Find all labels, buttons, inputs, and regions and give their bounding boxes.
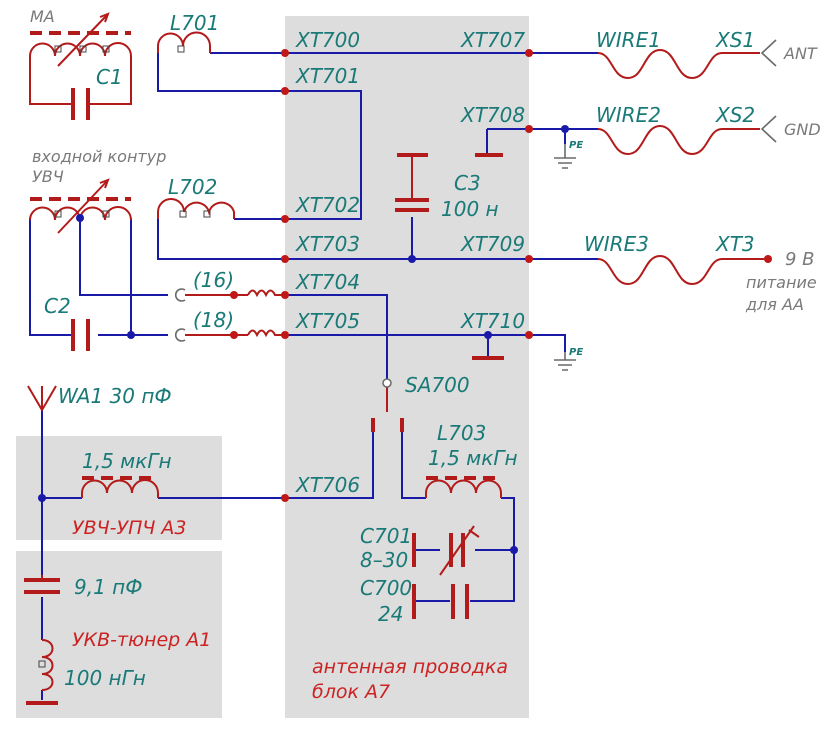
label-c3: C3: [454, 171, 481, 195]
label-block-a7-line2: блок А7: [312, 681, 390, 703]
block-rf-amp-zone: [16, 436, 222, 540]
label-pe-1: PE: [569, 140, 583, 151]
label-block-a1: УКВ-тюнер А1: [72, 629, 211, 651]
label-xt706: XT706: [295, 473, 360, 497]
pe-ground-1: [554, 144, 576, 169]
label-xt703: XT703: [295, 232, 360, 256]
label-c700: C700: [360, 576, 412, 600]
label-input-circuit-2: УВЧ: [32, 167, 64, 186]
pe-ground-2: [554, 352, 576, 371]
wire2-line: [597, 124, 760, 156]
label-l-a3: 1,5 мкГн: [82, 449, 172, 473]
label-wa1: WA1 30 пФ: [58, 384, 172, 408]
components: [24, 12, 768, 705]
l703-coil: [425, 479, 502, 498]
label-c701-value: 8–30: [360, 548, 408, 572]
label-xt707: XT707: [460, 28, 525, 52]
label-wire2: WIRE2: [596, 103, 661, 127]
label-xt705: XT705: [295, 309, 360, 333]
l-a3-coil: [81, 479, 159, 498]
label-power-value: 9 В: [785, 249, 815, 270]
label-l-tuner: 100 нГн: [64, 666, 146, 690]
terminals: [174, 39, 777, 371]
label-l703-value: 1,5 мкГн: [428, 446, 518, 470]
label-c1: C1: [96, 65, 123, 89]
label-xt701: XT701: [295, 64, 360, 88]
label-xt704: XT704: [295, 270, 360, 294]
label-pin18: (18): [193, 308, 234, 332]
ma-coil: [29, 42, 132, 57]
label-c-tuner: 9,1 пФ: [74, 575, 142, 599]
label-l702: L702: [168, 175, 217, 199]
label-xt710: XT710: [460, 309, 525, 333]
label-xt708: XT708: [460, 103, 525, 127]
tuner-coil: [41, 639, 54, 691]
label-pin16: (16): [193, 268, 234, 292]
label-c2: C2: [44, 294, 71, 318]
label-block-a7-line1: антенная проводка: [312, 656, 508, 678]
wire3-line: [597, 254, 768, 286]
label-xs1: XS1: [715, 28, 755, 52]
label-power-line2: для АА: [745, 295, 804, 314]
label-ant: ANT: [783, 44, 818, 63]
label-ma: MA: [30, 7, 55, 26]
junctions: [38, 45, 772, 668]
labels: XT700 XT707 XT701 XT708 XT702 XT703 XT70…: [30, 7, 821, 703]
choke-16: [247, 289, 285, 298]
label-wire1: WIRE1: [596, 28, 661, 52]
label-sa700: SA700: [405, 373, 470, 397]
label-c701: C701: [360, 524, 412, 548]
label-block-a3: УВЧ-УПЧ А3: [72, 517, 187, 539]
label-power-line1: питание: [746, 273, 817, 292]
label-wire3: WIRE3: [584, 232, 649, 256]
choke-18: [247, 329, 285, 338]
label-input-circuit-1: входной контур: [32, 147, 166, 166]
label-xs2: XS2: [715, 103, 755, 127]
label-gnd: GND: [784, 120, 821, 139]
label-l701: L701: [170, 11, 219, 35]
label-c700-value: 24: [378, 602, 403, 626]
label-xt702: XT702: [295, 193, 360, 217]
label-c3-value: 100 н: [441, 197, 499, 221]
label-xt709: XT709: [460, 232, 525, 256]
l702-coil: [157, 198, 235, 219]
label-xt3: XT3: [715, 232, 755, 256]
wire1-line: [597, 48, 760, 80]
label-xt700: XT700: [295, 28, 360, 52]
label-pe-2: PE: [569, 347, 583, 358]
label-l703: L703: [437, 421, 486, 445]
